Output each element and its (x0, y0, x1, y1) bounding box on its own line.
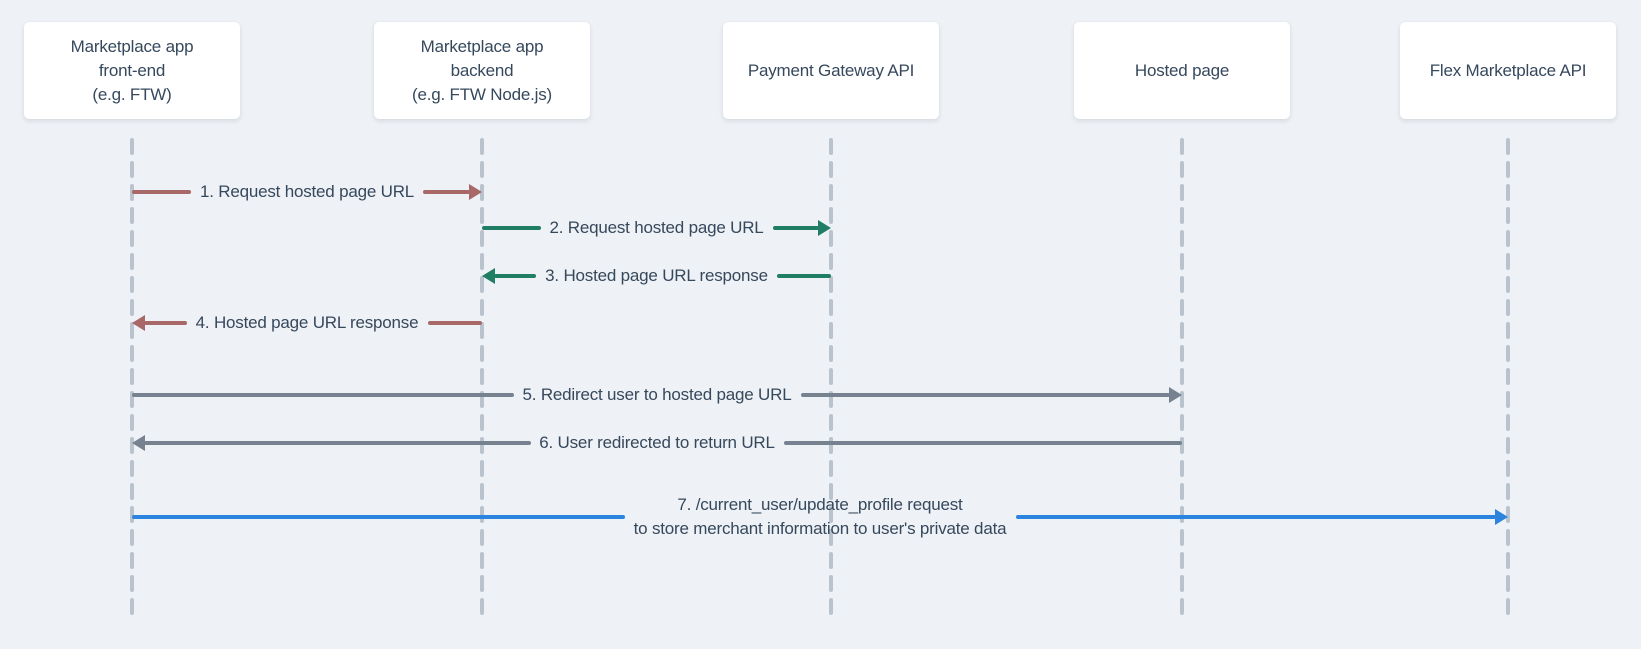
message-label: 1. Request hosted page URL (200, 180, 414, 204)
arrow-line-segment (800, 393, 1170, 397)
actor-label-line: (e.g. FTW Node.js) (412, 84, 552, 104)
message-label-line: 6. User redirected to return URL (539, 433, 775, 452)
message-label: 6. User redirected to return URL (539, 431, 775, 455)
actor-box-frontend: Marketplace app front-end (e.g. FTW) (24, 22, 240, 119)
message-label: 2. Request hosted page URL (549, 216, 763, 240)
arrow-line-segment (772, 226, 819, 230)
actor-label-line: (e.g. FTW) (92, 84, 172, 104)
message-label: 7. /current_user/update_profile request t… (634, 493, 1007, 541)
arrow-line-segment (494, 274, 536, 278)
actor-box-flex-api: Flex Marketplace API (1400, 22, 1616, 119)
actor-label-line: Marketplace app (70, 36, 194, 56)
actor-label-line: front-end (98, 60, 166, 80)
arrow-head (818, 220, 831, 236)
arrow-line-segment (144, 441, 531, 445)
arrow-line-segment (1015, 515, 1496, 519)
actor-box-hosted-page: Hosted page (1074, 22, 1290, 119)
message-label-line: 2. Request hosted page URL (549, 218, 764, 237)
actor-box-payment-gateway: Payment Gateway API (723, 22, 939, 119)
arrow-line-segment (482, 226, 541, 230)
actor-label-line: Flex Marketplace API (1429, 60, 1587, 80)
arrow-line-segment (427, 321, 482, 325)
actor-label-line: backend (450, 60, 514, 80)
message-label-line: 7. /current_user/update_profile request (677, 495, 963, 514)
arrow-line-segment (132, 515, 625, 519)
arrow-head (1169, 387, 1182, 403)
actor-label-line: Hosted page (1134, 60, 1230, 80)
arrow-head (482, 268, 495, 284)
arrow-line-segment (783, 441, 1182, 445)
arrow-line-segment (132, 190, 191, 194)
actor-box-backend: Marketplace app backend (e.g. FTW Node.js) (374, 22, 590, 119)
arrow-line-segment (423, 190, 470, 194)
message-label: 4. Hosted page URL response (196, 311, 419, 335)
message-label-line: 3. Hosted page URL response (545, 266, 768, 285)
arrow-line-segment (132, 393, 514, 397)
arrow-head (132, 315, 145, 331)
actor-label-line: Marketplace app (420, 36, 544, 56)
message-label-line: to store merchant information to user's … (633, 519, 1007, 538)
message-label-line: 1. Request hosted page URL (199, 182, 415, 201)
message-label: 5. Redirect user to hosted page URL (523, 383, 792, 407)
arrow-head (1495, 509, 1508, 525)
message-label-line: 4. Hosted page URL response (195, 313, 419, 332)
message-label: 3. Hosted page URL response (545, 264, 768, 288)
arrow-head (469, 184, 482, 200)
arrow-line-segment (777, 274, 831, 278)
message-label-line: 5. Redirect user to hosted page URL (522, 385, 792, 404)
actor-label-line: Payment Gateway API (747, 60, 915, 80)
arrow-line-segment (144, 321, 187, 325)
arrow-head (132, 435, 145, 451)
